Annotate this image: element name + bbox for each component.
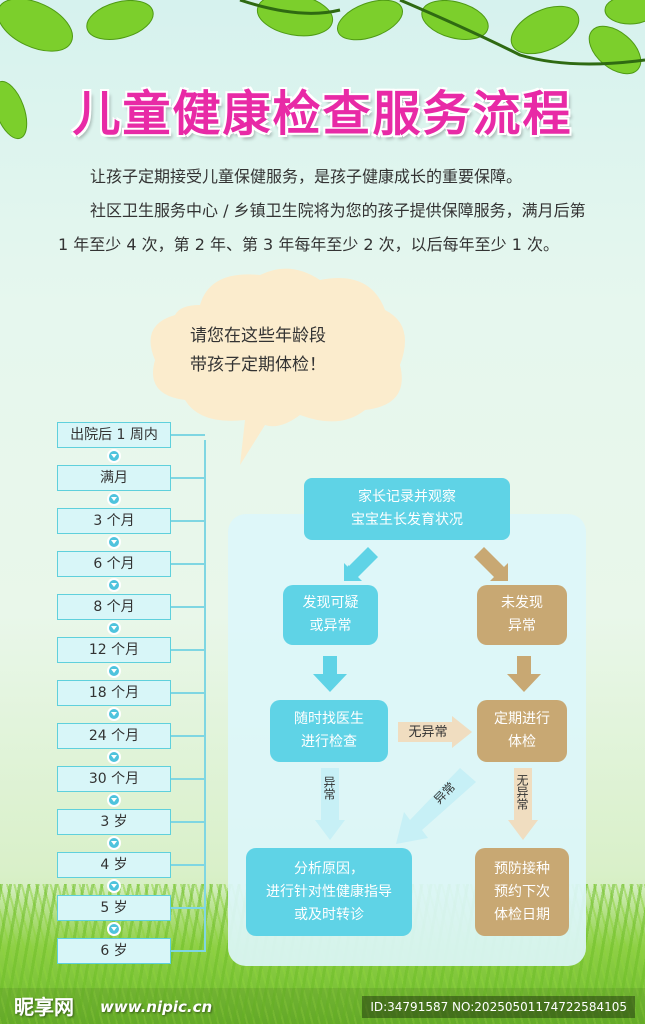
chevron-down-icon: [107, 922, 121, 936]
age-item: 3 个月: [57, 508, 171, 534]
timeline-connector: [171, 434, 205, 436]
cloud-message: 请您在这些年龄段 带孩子定期体检！: [190, 322, 370, 380]
age-item: 3 岁: [57, 809, 171, 835]
arrow-diagonal-icon: [396, 768, 476, 844]
chevron-down-icon: [107, 492, 121, 506]
age-item: 出院后 1 周内: [57, 422, 171, 448]
age-item: 30 个月: [57, 766, 171, 792]
age-item: 6 个月: [57, 551, 171, 577]
timeline-connector: [171, 477, 205, 479]
chevron-down-icon: [107, 449, 121, 463]
timeline-connector: [171, 520, 205, 522]
arrow-down-icon: [508, 768, 538, 840]
flow-prevent-box: 预防接种预约下次体检日期: [475, 848, 569, 936]
chevron-down-icon: [107, 664, 121, 678]
intro-text: 让孩子定期接受儿童保健服务，是孩子健康成长的重要保障。 社区卫生服务中心 / 乡…: [58, 160, 588, 262]
age-item: 12 个月: [57, 637, 171, 663]
flow-top-box: 家长记录并观察宝宝生长发育状况: [304, 478, 510, 540]
flow-see-doctor-box: 随时找医生进行检查: [270, 700, 388, 762]
label-no-abnormal-right: 无异常: [515, 774, 529, 810]
age-item: 6 岁: [57, 938, 171, 964]
site-url: www.nipic.cn: [100, 998, 213, 1016]
age-item: 5 岁: [57, 895, 171, 921]
flow-suspect-box: 发现可疑或异常: [283, 585, 378, 645]
cloud-line-2: 带孩子定期体检！: [190, 355, 326, 375]
timeline-connector: [171, 950, 205, 952]
image-id-label: ID:34791587 NO:20250501174722584105: [362, 996, 635, 1018]
arrow-down-icon: [507, 656, 541, 692]
speech-cloud: [150, 268, 405, 465]
flow-regular-check-box: 定期进行体检: [477, 700, 567, 762]
timeline-connector: [171, 606, 205, 608]
timeline-connector: [171, 735, 205, 737]
cloud-line-1: 请您在这些年龄段: [190, 326, 326, 346]
timeline-connector: [171, 864, 205, 866]
age-item: 24 个月: [57, 723, 171, 749]
intro-paragraph-2: 社区卫生服务中心 / 乡镇卫生院将为您的孩子提供保障服务，满月后第 1 年至少 …: [58, 201, 586, 254]
timeline-connector: [171, 907, 205, 909]
leaves-decoration-icon: [0, 0, 645, 140]
timeline-connector: [171, 821, 205, 823]
intro-paragraph-1: 让孩子定期接受儿童保健服务，是孩子健康成长的重要保障。: [90, 167, 523, 186]
arrow-down-left-icon: [344, 547, 378, 581]
site-logo: 昵享网: [14, 995, 74, 1019]
timeline-connector: [171, 778, 205, 780]
footer-bar: [0, 988, 645, 1024]
arrow-down-right-icon: [474, 547, 508, 581]
timeline-connector: [171, 649, 205, 651]
timeline-connector: [171, 563, 205, 565]
age-item: 8 个月: [57, 594, 171, 620]
label-no-abnormal: 无异常: [408, 725, 448, 740]
timeline-bracket: [204, 440, 206, 952]
chevron-down-icon: [107, 750, 121, 764]
chevron-down-icon: [107, 621, 121, 635]
chevron-down-icon: [107, 707, 121, 721]
arrow-right-icon: [398, 716, 472, 748]
chevron-down-icon: [107, 535, 121, 549]
chevron-down-icon: [107, 879, 121, 893]
arrow-down-icon: [313, 656, 347, 692]
flow-normal-box: 未发现异常: [477, 585, 567, 645]
chevron-down-icon: [107, 793, 121, 807]
page-title: 儿童健康检查服务流程: [72, 86, 573, 142]
flow-analyze-box: 分析原因，进行针对性健康指导或及时转诊: [246, 848, 412, 936]
timeline-connector: [171, 692, 205, 694]
label-abnormal-left: 异常: [322, 776, 336, 800]
age-item: 4 岁: [57, 852, 171, 878]
chevron-down-icon: [107, 578, 121, 592]
arrow-down-icon: [315, 768, 345, 840]
age-item: 满月: [57, 465, 171, 491]
chevron-down-icon: [107, 836, 121, 850]
age-item: 18 个月: [57, 680, 171, 706]
